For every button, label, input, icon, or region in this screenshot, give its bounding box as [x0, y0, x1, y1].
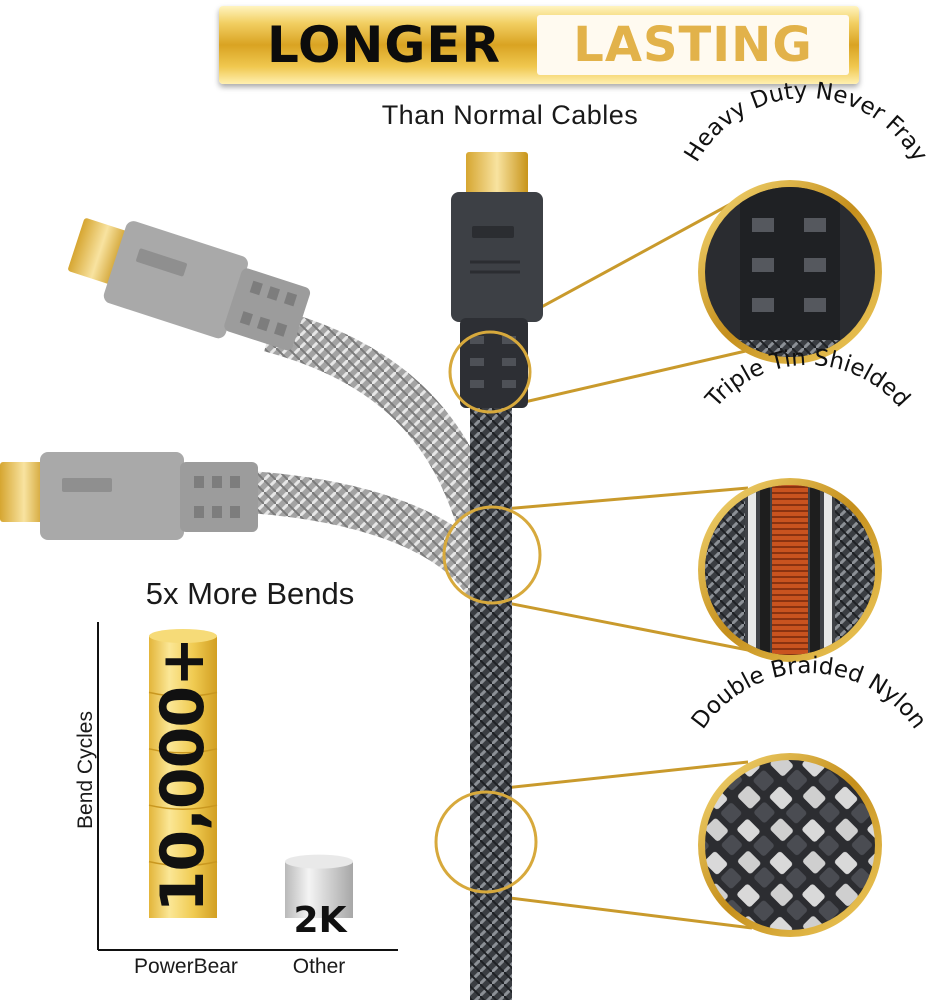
banner-title-left: LONGER — [266, 16, 502, 74]
zoom-circle-braided-nylon — [698, 753, 882, 937]
gray-hdmi-connector-upper — [68, 218, 311, 351]
chart-x-tick-other: Other — [292, 955, 346, 978]
bar-other — [285, 861, 353, 918]
bar-segment-line — [148, 691, 218, 698]
headline-banner: LONGER LASTING — [219, 6, 859, 84]
black-hdmi-connector — [451, 152, 543, 408]
chart-axes — [97, 622, 398, 951]
bar-powerbear — [149, 636, 217, 918]
bar-value-label-powerbear: 10,000+ — [148, 637, 218, 913]
bar-segment-line — [148, 860, 218, 867]
chart-x-tick-powerbear: PowerBear — [134, 955, 238, 978]
bar-cap-other — [285, 854, 353, 869]
chart-y-axis-label: Bend Cycles — [74, 711, 97, 829]
feature-label-never-fray: Heavy Duty Never Fray — [680, 78, 933, 166]
chart-title: 5x More Bends — [145, 576, 355, 611]
subtitle: Than Normal Cables — [381, 100, 639, 130]
bar-segment-line — [148, 804, 218, 810]
gray-hdmi-connector-lower — [0, 452, 258, 540]
feature-label-braided-nylon: Double Braided Nylon — [687, 653, 932, 734]
bar-cap-powerbear — [149, 629, 217, 643]
bar-value-label-other: 2K — [293, 900, 347, 941]
leader-lines — [485, 186, 761, 930]
chart-bars — [148, 629, 353, 918]
zoom-circle-tin-shielded — [698, 478, 882, 662]
bar-segment-line — [148, 748, 218, 754]
highlight-rings — [434, 330, 542, 894]
black-cable — [470, 300, 512, 1000]
zoom-circle-never-fray — [698, 180, 882, 364]
banner-title-right: LASTING — [537, 15, 849, 75]
